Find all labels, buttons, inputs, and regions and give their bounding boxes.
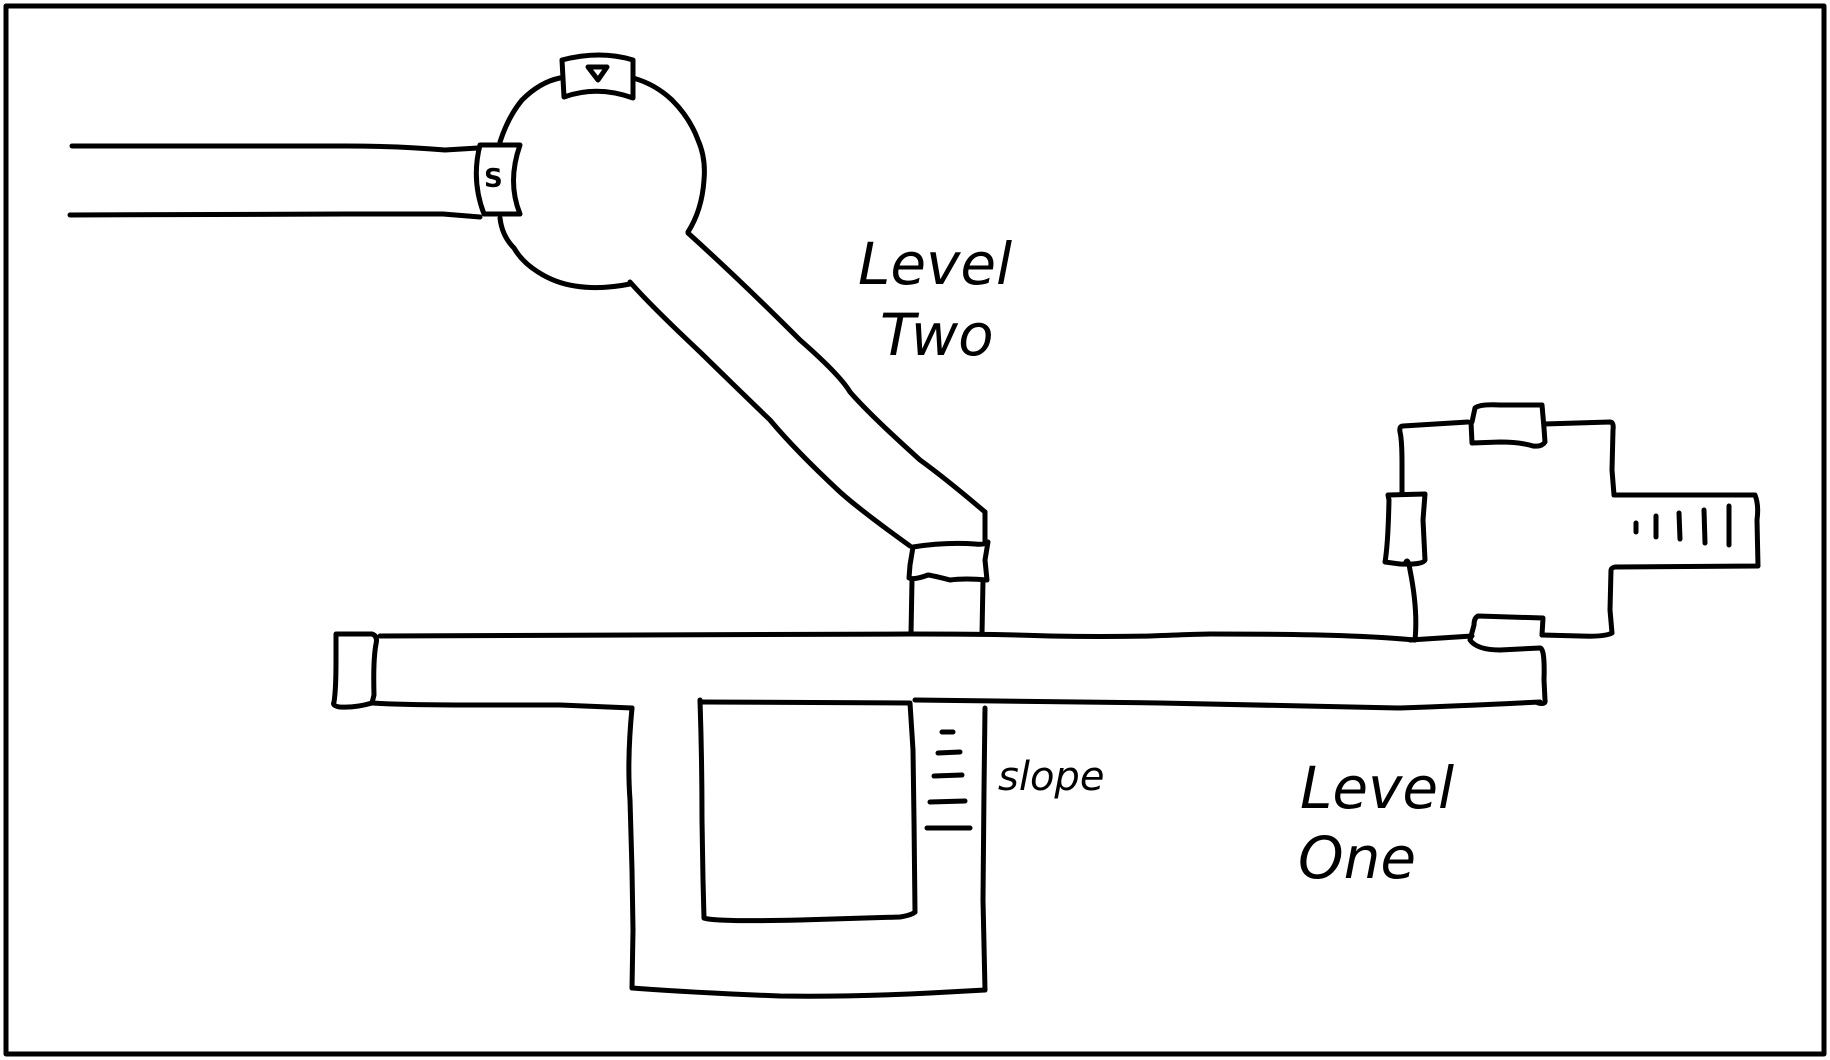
entrance-corridor — [67, 143, 483, 220]
exit-hatches — [1633, 503, 1732, 548]
label-level-one-line2: One — [1298, 824, 1416, 892]
round-room — [497, 75, 707, 291]
ramp-door — [906, 509, 991, 583]
label-slope: slope — [998, 754, 1104, 800]
right-complex — [1382, 402, 1761, 707]
slope-loop — [626, 697, 988, 999]
frame-border — [3, 3, 1827, 1057]
hall-connector — [908, 577, 986, 637]
top-door: v — [559, 52, 636, 101]
save-door: S — [473, 142, 523, 217]
slope-hatches — [924, 729, 973, 831]
save-marker-label: S — [484, 164, 503, 194]
label-level-two-line2: Two — [880, 301, 994, 369]
main-hall — [369, 631, 1543, 711]
label-level-one-line1: Level — [1300, 754, 1454, 822]
ramp-corridor — [627, 230, 988, 549]
hall-left-door — [331, 631, 379, 710]
label-level-two-line1: Level — [858, 230, 1012, 298]
